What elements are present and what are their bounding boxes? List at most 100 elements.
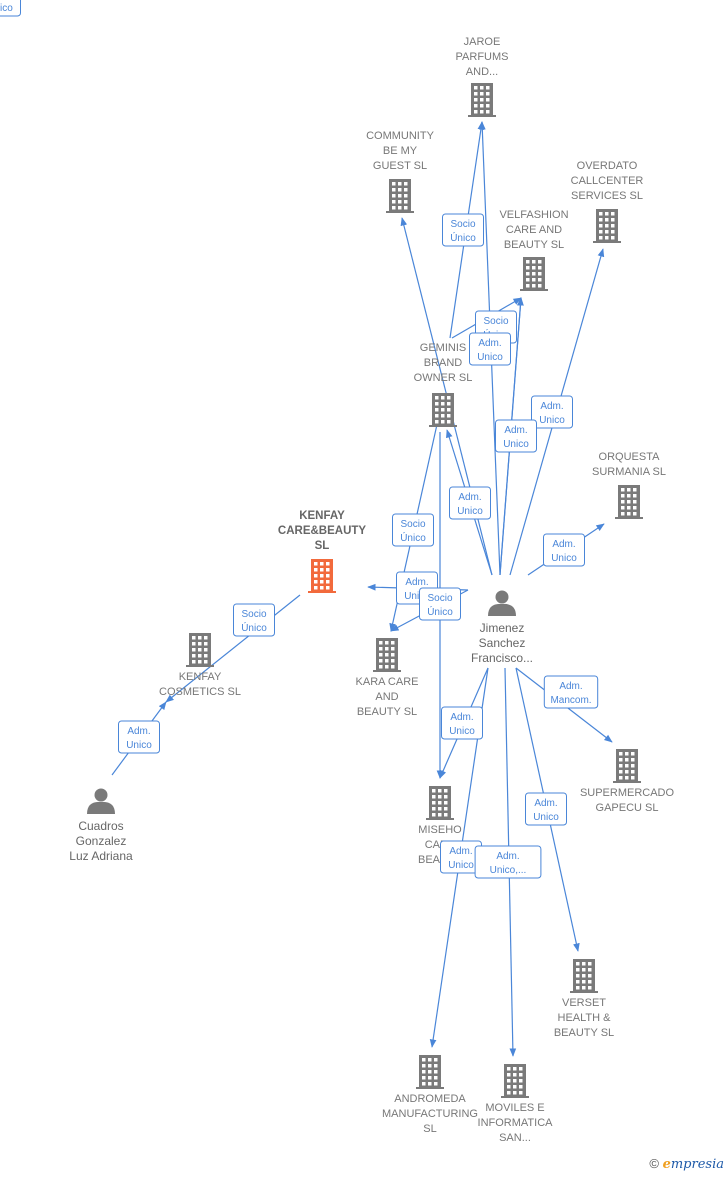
empresia-logo[interactable]: empresia: [662, 1157, 724, 1172]
node-label: OWNER SL: [414, 372, 473, 384]
node-label: HEALTH &: [558, 1012, 612, 1024]
building-icon: [416, 1055, 444, 1089]
node-moviles[interactable]: MOVILES EINFORMATICASAN...: [478, 1064, 554, 1144]
edge-label-text: Único: [400, 531, 426, 544]
node-label: KENFAY: [299, 510, 345, 522]
building-icon: [429, 393, 457, 427]
node-jimenez[interactable]: JimenezSanchezFrancisco...: [471, 590, 533, 666]
edge-label-text: Unico: [0, 3, 13, 14]
edge-label[interactable]: Adm.Unico: [525, 792, 567, 826]
edge-label-text: Adm.: [496, 851, 519, 862]
node-label: JAROE: [464, 36, 501, 48]
node-label: ORQUESTA: [599, 451, 661, 463]
node-label: ANDROMEDA: [394, 1093, 466, 1105]
node-label: SUPERMERCADO: [580, 787, 675, 799]
node-label: Sanchez: [479, 636, 526, 650]
node-verset[interactable]: VERSET HEALTH & BEAUTY SL: [554, 959, 614, 1039]
node-label: SERVICES SL: [571, 190, 643, 202]
node-label: CARE AND: [506, 224, 562, 236]
edge-label-text: Socio: [427, 593, 452, 604]
node-label: SL: [315, 540, 330, 552]
node-label: SURMANIA SL: [592, 466, 666, 478]
building-icon: [593, 209, 621, 243]
building-icon: [373, 638, 401, 672]
node-supermercado[interactable]: SUPERMERCADO GAPECU SL: [580, 749, 675, 814]
node-geminis[interactable]: GEMINIS BRAND OWNER SL: [414, 342, 473, 427]
edge-label-text: Único: [450, 231, 476, 244]
edge-label[interactable]: Adm.Unico: [0, 0, 21, 17]
node-label: BEAUTY SL: [504, 239, 564, 251]
node-label: BEAUTY SL: [554, 1027, 614, 1039]
node-label: VELFASHION: [499, 209, 568, 221]
edge-label[interactable]: Adm. Unico: [441, 706, 483, 740]
building-icon: [308, 559, 336, 593]
edge-label-text: Socio: [483, 316, 508, 327]
node-label: GAPECU SL: [596, 802, 659, 814]
edge-label-text: Adm.: [450, 712, 473, 723]
edge-label[interactable]: Adm. Unico: [469, 332, 511, 366]
node-label: CALLCENTER: [571, 175, 644, 187]
edge-label-text: Unico: [477, 352, 503, 363]
building-icon: [386, 179, 414, 213]
edge-kenfay_cb-to-kenfay_cos: [165, 594, 301, 703]
node-label: VERSET: [562, 997, 606, 1009]
edge-label-text: Unico: [448, 860, 474, 871]
edge-label[interactable]: Adm.Unico: [118, 720, 160, 754]
edge-label[interactable]: Adm.Unico: [449, 486, 491, 520]
edge-label-text: Mancom.: [550, 695, 591, 706]
node-label: GUEST SL: [373, 160, 427, 172]
building-icon: [613, 749, 641, 783]
node-jaroe[interactable]: JAROEPARFUMSAND...: [456, 36, 509, 117]
node-label: GEMINIS: [420, 342, 466, 354]
node-label: COSMETICS SL: [159, 686, 241, 698]
node-label: COMMUNITY: [366, 130, 434, 142]
node-label: CARE&BEAUTY: [278, 525, 367, 537]
edge-label[interactable]: Adm. Unico: [495, 419, 537, 453]
edge-label[interactable]: Adm.Unico: [543, 533, 585, 567]
node-label: KENFAY: [179, 671, 222, 683]
node-kenfay_cos[interactable]: KENFAY COSMETICS SL: [159, 633, 241, 698]
edge-label-text: Unico: [533, 812, 559, 823]
node-kenfay_cb[interactable]: KENFAY CARE&BEAUTY SL: [278, 510, 367, 593]
edge-label-text: Unico: [551, 553, 577, 564]
node-label: Gonzalez: [76, 834, 127, 848]
node-label: OVERDATO: [577, 160, 638, 172]
edge-label-text: Único: [427, 605, 453, 618]
node-label: PARFUMS: [456, 51, 509, 63]
node-overdato[interactable]: OVERDATO CALLCENTER SERVICES SL: [571, 160, 644, 243]
edge-label-text: Adm.: [458, 492, 481, 503]
node-label: MANUFACTURING: [382, 1108, 478, 1120]
edge-label[interactable]: Adm.Unico: [531, 395, 573, 429]
person-icon: [488, 590, 516, 616]
edge-label-text: Unico: [503, 439, 529, 450]
edge-label-text: Adm.: [504, 425, 527, 436]
edge-label-text: Unico: [126, 740, 152, 751]
edge-label[interactable]: Adm. Unico,...: [474, 845, 542, 879]
node-label: KARA CARE: [356, 676, 419, 688]
node-label: Cuadros: [78, 819, 123, 833]
node-label: Jimenez: [480, 621, 525, 635]
edge-label[interactable]: Adm.Mancom.: [543, 675, 599, 709]
node-label: BEAUTY SL: [357, 706, 417, 718]
node-velfashion[interactable]: VELFASHION CARE AND BEAUTY SL: [499, 209, 569, 291]
node-label: MISEHO: [418, 824, 462, 836]
copyright-symbol: ©: [649, 1156, 659, 1171]
building-icon: [186, 633, 214, 667]
edge-label-text: Unico: [449, 726, 475, 737]
edge-label-text: Unico: [539, 415, 565, 426]
edge-label-text: Único: [241, 621, 267, 634]
node-label: BRAND: [424, 357, 463, 369]
edge-label-text: Socio: [400, 519, 425, 530]
node-orquesta[interactable]: ORQUESTA SURMANIA SL: [592, 451, 666, 519]
edge-label-text: Adm.: [478, 338, 501, 349]
edge-label-text: Unico,...: [490, 865, 527, 876]
